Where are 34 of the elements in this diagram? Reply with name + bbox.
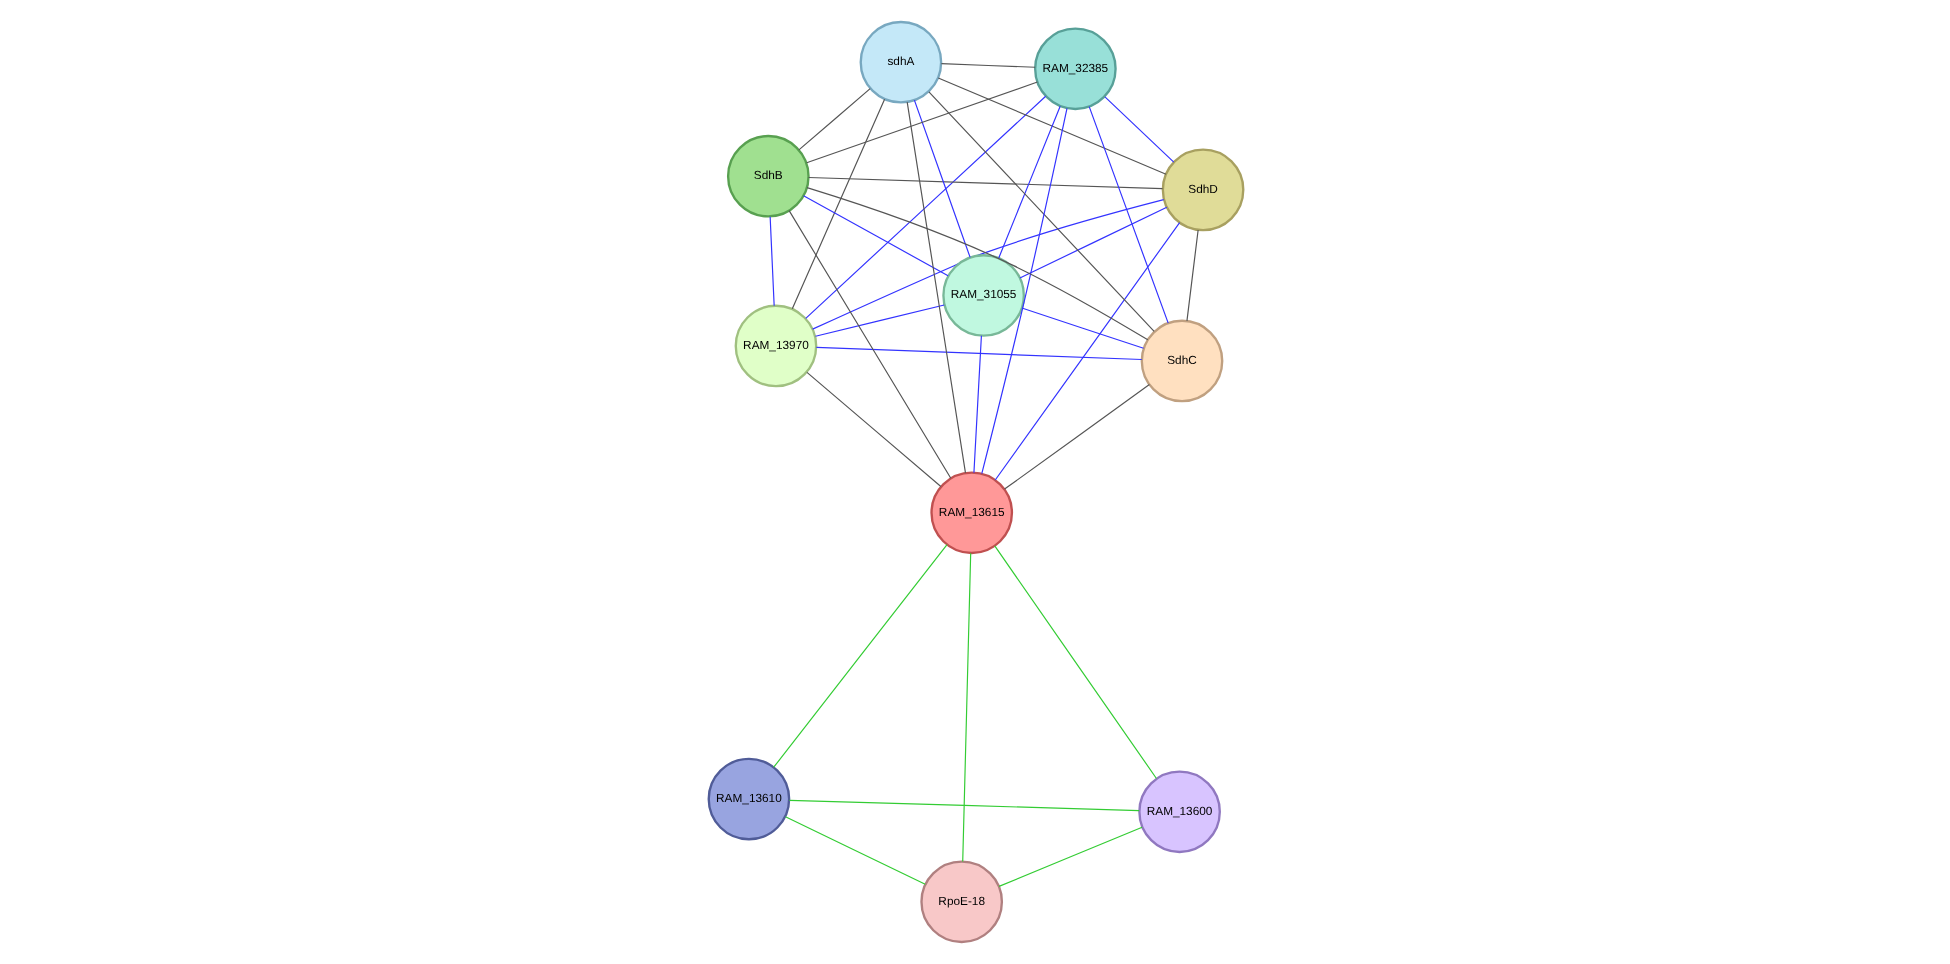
connector: [811, 199, 1164, 330]
connector: [972, 335, 981, 474]
connector: [936, 77, 1166, 175]
connector: [1185, 229, 1198, 322]
connector: [768, 216, 774, 307]
connector: [787, 799, 1139, 812]
connector: [1103, 96, 1174, 163]
connector: [813, 304, 944, 337]
connector: [980, 107, 1067, 475]
connector: [939, 63, 1035, 68]
connector: [805, 187, 1148, 341]
connector: [961, 552, 971, 862]
connector: [1018, 206, 1167, 279]
connector: [790, 98, 885, 310]
connector: [801, 195, 948, 277]
connector: [993, 222, 1180, 481]
connector: [912, 99, 970, 258]
connector: [1003, 383, 1149, 490]
connector: [787, 210, 951, 479]
connector: [997, 105, 1060, 259]
connector: [905, 101, 966, 474]
connector: [1087, 106, 1168, 324]
connector: [797, 88, 870, 151]
connector: [806, 176, 1163, 190]
connector: [1020, 307, 1144, 349]
connector: [772, 543, 947, 768]
connector: [783, 816, 925, 885]
connector: [993, 545, 1157, 780]
connector: [997, 826, 1142, 887]
connector: [805, 81, 1037, 164]
connector: [804, 95, 1046, 319]
connector: [927, 91, 1154, 332]
connector: [814, 346, 1142, 361]
connector: [805, 371, 941, 488]
